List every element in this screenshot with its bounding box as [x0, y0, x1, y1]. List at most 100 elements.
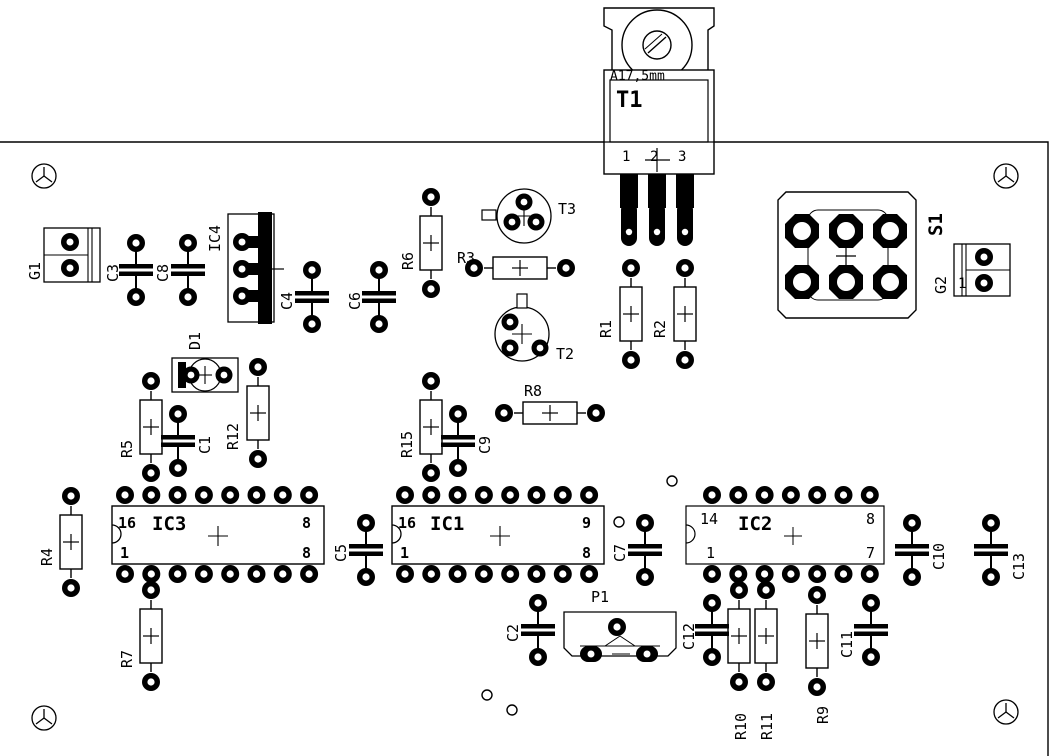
ic1-pin-bottom-right: 8: [582, 544, 591, 562]
ic2-pad: [729, 565, 748, 583]
c10-label: C10: [930, 543, 948, 570]
component-t2: T2: [494, 293, 574, 363]
resistor-r3: R3: [457, 249, 575, 279]
r2-label: R2: [651, 320, 669, 338]
ic2-pad: [834, 565, 853, 583]
ic1-pin-16: 16: [398, 514, 416, 532]
ic3-pad: [142, 486, 161, 504]
ic3-pin-bottom-right: 8: [302, 544, 311, 562]
mounting-mark-icon: [31, 163, 57, 189]
ic3-pad: [194, 565, 213, 583]
capacitor-c3: C3: [104, 234, 153, 306]
ic2-pin-bottom-right: 7: [866, 544, 875, 562]
capacitor-c11: C11: [838, 594, 888, 666]
c3-label: C3: [104, 264, 122, 282]
r11-label: R11: [758, 713, 776, 740]
capacitor-c4: C4: [278, 261, 329, 333]
ic1-pad: [580, 565, 599, 583]
r7-label: R7: [118, 650, 136, 668]
component-t3: T3: [481, 188, 576, 244]
component-t1: A17,5mm T1 1 2 3: [603, 7, 715, 246]
c13-label: C13: [1010, 553, 1028, 580]
ic2-pad: [703, 486, 721, 504]
capacitor-c1: C1: [161, 405, 214, 477]
c6-label: C6: [346, 292, 364, 310]
s1-label: S1: [925, 213, 947, 236]
t1-note: A17,5mm: [610, 69, 665, 84]
r15-label: R15: [398, 431, 416, 458]
ic3-pad: [116, 486, 134, 504]
ic1-pad: [527, 565, 546, 583]
ic2-pin-top-right: 8: [866, 510, 875, 528]
via-holes: [481, 475, 678, 716]
c5-label: C5: [332, 544, 350, 562]
ic3-pad: [221, 486, 240, 504]
component-g2: 1 G2: [932, 243, 1011, 297]
c1-label: C1: [196, 436, 214, 454]
capacitor-c5: C5: [332, 514, 383, 586]
c8-label: C8: [154, 264, 172, 282]
ic1-pad: [474, 565, 493, 583]
r4-label: R4: [38, 548, 56, 566]
r12-label: R12: [224, 423, 242, 450]
r1-label: R1: [597, 320, 615, 338]
ic1-label: IC1: [430, 513, 464, 535]
ic1-pad: [527, 486, 546, 504]
resistor-r5: R5: [118, 372, 162, 482]
ic1-pin-top-right: 9: [582, 514, 591, 532]
mounting-mark-icon: [993, 699, 1019, 725]
capacitor-c9: C9: [441, 405, 494, 477]
r6-label: R6: [399, 252, 417, 270]
resistor-r2: R2: [651, 259, 696, 369]
ic1-pad: [501, 565, 520, 583]
component-d1: D1: [171, 332, 239, 393]
ic2-pad: [808, 486, 827, 504]
component-ic3: IC3 16 8 1 8: [111, 505, 325, 565]
ic3-pad: [221, 565, 240, 583]
ic2-pad: [808, 565, 827, 583]
t2-label: T2: [556, 345, 574, 363]
board-outline: [0, 141, 1049, 756]
r5-label: R5: [118, 440, 136, 458]
ic2-pad: [834, 486, 853, 504]
ic3-pad: [168, 486, 187, 504]
t1-pin-2: 2: [650, 149, 658, 165]
p1-label: P1: [591, 588, 609, 606]
ic3-pad: [300, 486, 319, 504]
resistor-r10: R10: [728, 581, 750, 740]
capacitor-c6: C6: [346, 261, 396, 333]
c4-label: C4: [278, 292, 296, 310]
resistor-r15: R15: [398, 372, 442, 482]
ic2-pad: [755, 565, 774, 583]
component-g1: G1: [26, 227, 101, 283]
ic3-pad: [247, 486, 266, 504]
ic2-pin-14: 14: [700, 510, 718, 528]
capacitor-c2: C2: [504, 594, 555, 666]
ic2-pad: [860, 486, 879, 504]
ic1-pad: [448, 486, 467, 504]
ic1-pad: [422, 565, 441, 583]
capacitor-c8: C8: [154, 234, 205, 306]
capacitor-c7: C7: [611, 514, 662, 586]
resistor-r11: R11: [755, 581, 777, 740]
t1-pin-3: 3: [678, 149, 686, 165]
t1-label: T1: [616, 88, 643, 113]
ic1-pad: [396, 486, 414, 504]
ic1-pad: [448, 565, 467, 583]
resistor-r8: R8: [495, 382, 605, 424]
ic1-pin-1: 1: [400, 544, 409, 562]
ic2-label: IC2: [738, 513, 772, 535]
t3-label: T3: [558, 200, 576, 218]
t1-pin-1: 1: [622, 149, 630, 165]
ic3-pad: [273, 486, 292, 504]
ic1-pad: [553, 565, 572, 583]
r10-label: R10: [732, 713, 750, 740]
c7-label: C7: [611, 544, 629, 562]
r3-label: R3: [457, 249, 475, 267]
mounting-mark-icon: [993, 163, 1019, 189]
r8-label: R8: [524, 382, 542, 400]
ic3-pin-1: 1: [120, 544, 129, 562]
resistor-r4: R4: [38, 487, 82, 597]
d1-label: D1: [186, 332, 204, 350]
g1-label: G1: [26, 262, 44, 280]
